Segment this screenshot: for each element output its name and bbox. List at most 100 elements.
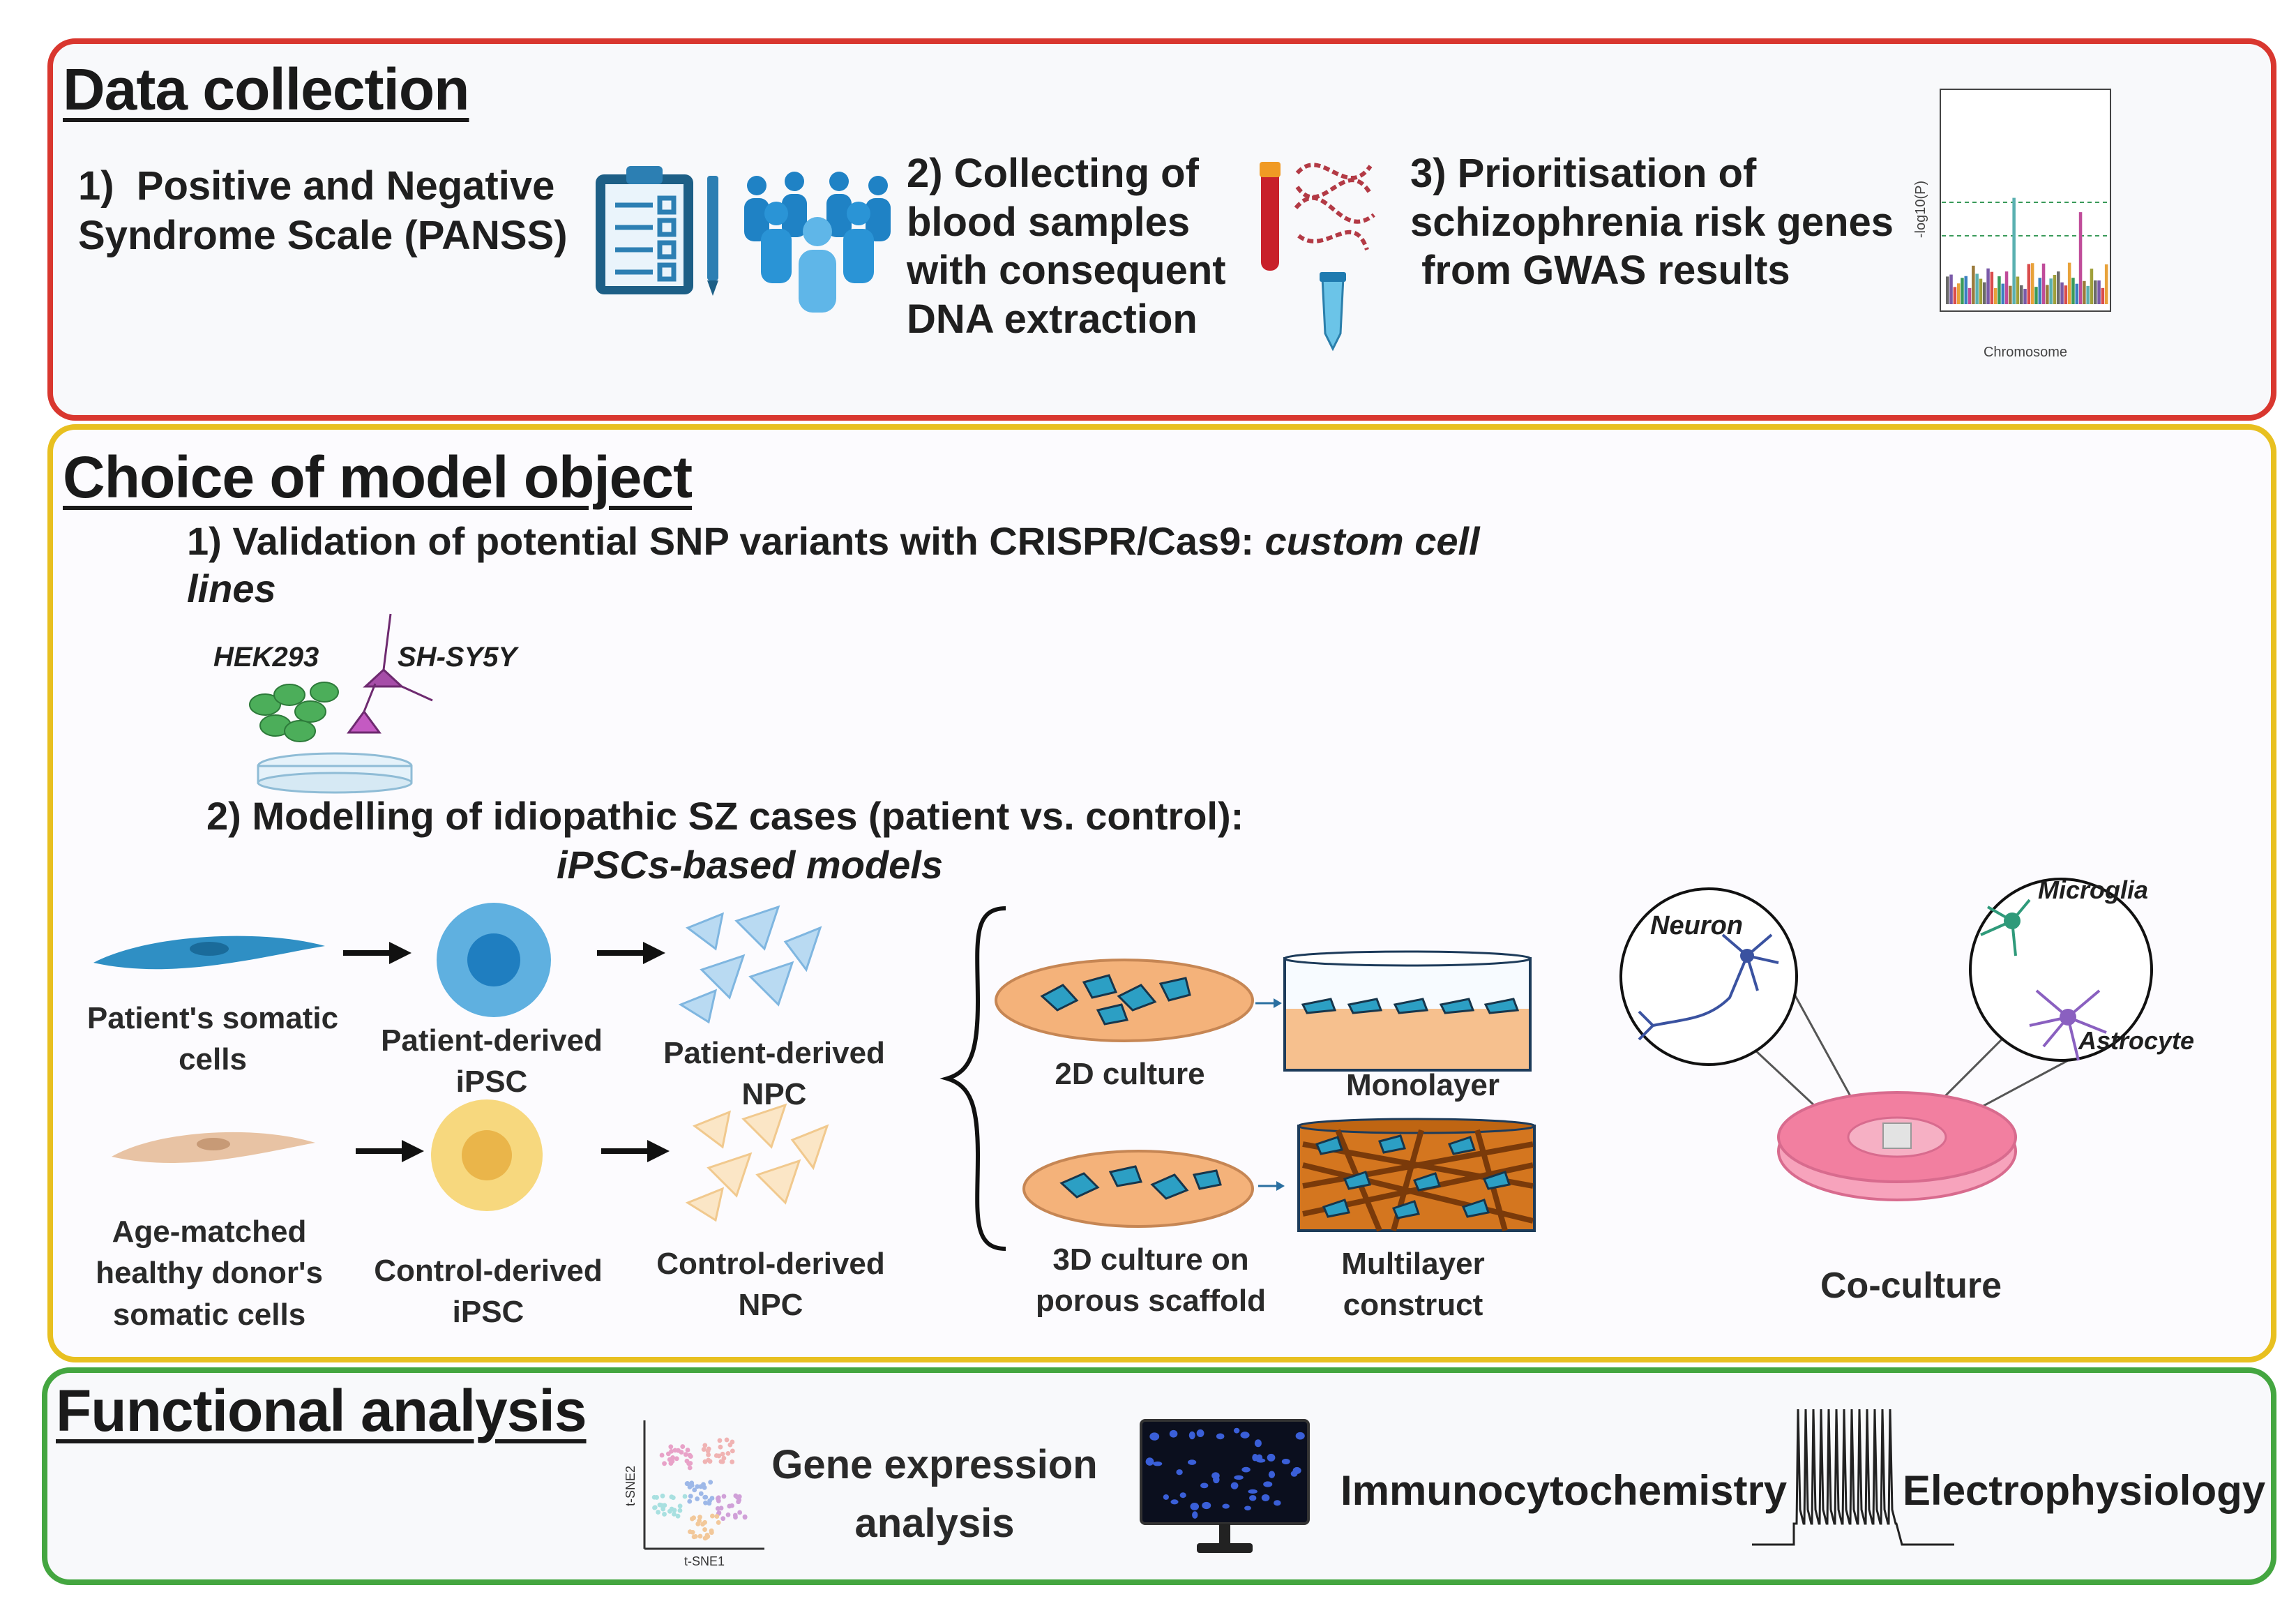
tsne-point	[702, 1527, 707, 1532]
tsne-point	[702, 1443, 708, 1448]
data-collection-title: Data collection	[63, 57, 469, 122]
tsne-point	[742, 1514, 748, 1519]
culture-3d-label: 3D culture on porous scaffold	[1035, 1242, 1267, 1319]
nucleus-stain	[1267, 1453, 1276, 1462]
nucleus-stain	[1281, 1458, 1290, 1465]
tsne-x-label: t-SNE1	[684, 1554, 725, 1568]
nucleus-stain	[1190, 1502, 1200, 1510]
manhattan-bar	[2067, 262, 2071, 304]
monitor-icon	[1140, 1419, 1310, 1553]
tsne-point	[716, 1520, 721, 1525]
tsne-point	[730, 1459, 735, 1464]
manhattan-bar	[2057, 271, 2060, 304]
tsne-point	[652, 1505, 657, 1510]
manhattan-bar	[1964, 276, 1968, 304]
tsne-point	[659, 1452, 665, 1458]
nucleus-stain	[1216, 1433, 1225, 1440]
manhattan-bar	[2038, 278, 2041, 304]
manhattan-bar	[1993, 287, 1997, 304]
patient-ipsc-icon	[437, 903, 551, 1017]
manhattan-bar	[2016, 276, 2020, 304]
blood-tube-dna-icon	[1260, 162, 1375, 352]
manhattan-bar	[1956, 283, 1961, 304]
tsne-point	[669, 1494, 674, 1500]
nucleus-stain	[1234, 1475, 1244, 1480]
tsne-point	[688, 1494, 693, 1499]
tsne-point	[716, 1510, 722, 1515]
coculture-illustration	[1619, 878, 2153, 1201]
tsne-point	[690, 1516, 695, 1522]
tsne-point	[693, 1533, 698, 1539]
manhattan-bar	[2060, 282, 2064, 304]
tsne-point	[674, 1456, 679, 1462]
tsne-point	[737, 1510, 743, 1515]
manhattan-bar	[1975, 273, 1979, 304]
tsne-point	[685, 1448, 690, 1452]
nucleus-stain	[1169, 1429, 1178, 1438]
multilayer-construct-icon	[1297, 1118, 1536, 1232]
monolayer-label: Monolayer	[1345, 1068, 1500, 1102]
culture-3d-dish-icon	[1022, 1150, 1254, 1228]
idiopathic-sz-text: 2) Modelling of idiopathic SZ cases (pat…	[206, 794, 1244, 838]
nucleus-stain	[1196, 1429, 1204, 1437]
manhattan-plot: -log10(P) Chromosome	[1913, 89, 2111, 360]
tsne-point	[718, 1444, 723, 1450]
nucleus-stain	[1233, 1427, 1240, 1434]
nucleus-stain	[1292, 1466, 1301, 1474]
blood-dna-step-text: 2) Collecting of blood samples with cons…	[907, 151, 1226, 342]
nucleus-stain	[1256, 1454, 1263, 1461]
arrow-icon	[343, 942, 411, 964]
gwas-y-label: -log10(P)	[1913, 181, 1928, 238]
nucleus-stain	[1202, 1501, 1211, 1510]
gwas-x-label: Chromosome	[1984, 345, 2067, 360]
culture-2d-label: 2D culture	[1055, 1057, 1205, 1091]
nucleus-stain	[1187, 1459, 1197, 1465]
nucleus-stain	[1170, 1499, 1179, 1505]
manhattan-bar	[2086, 285, 2090, 304]
manhattan-bar	[2053, 274, 2057, 304]
neuron-label: Neuron	[1650, 911, 1743, 940]
electrophysiology-trace-icon	[1752, 1409, 1954, 1546]
manhattan-bar	[2094, 280, 2097, 304]
tsne-point	[718, 1505, 724, 1511]
tsne-point	[709, 1496, 715, 1501]
ipsc-models-text: iPSCs-based models	[557, 843, 943, 887]
tsne-point	[697, 1533, 703, 1539]
tsne-point	[703, 1494, 709, 1500]
small-arrow-icon	[1255, 998, 1282, 1008]
gene-expression-label: Gene expression analysis	[771, 1442, 1098, 1547]
nucleus-stain	[1249, 1495, 1257, 1501]
multilayer-label: Multilayer construct	[1341, 1247, 1485, 1323]
manhattan-bar	[1968, 287, 1972, 304]
curly-brace	[939, 906, 1006, 1251]
tsne-point	[668, 1461, 674, 1466]
crispr-validation-prefix: 1) Validation of potential SNP variants …	[187, 519, 1265, 563]
tsne-point	[716, 1495, 721, 1501]
nucleus-stain	[1153, 1461, 1163, 1466]
coculture-label: Co-culture	[1820, 1266, 2002, 1306]
manhattan-bar	[1972, 265, 1975, 304]
tsne-point	[667, 1457, 672, 1462]
electrophysiology-label: Electrophysiology	[1903, 1467, 2266, 1514]
control-npc-label: Control-derived NPC	[656, 1247, 885, 1323]
nucleus-stain	[1240, 1432, 1250, 1439]
model-choice-title: Choice of model object	[63, 444, 693, 510]
manhattan-bar	[1946, 276, 1949, 304]
manhattan-bar	[1949, 274, 1953, 304]
microglia-label: Microglia	[2038, 876, 2149, 904]
manhattan-bar	[1990, 271, 1994, 304]
tsne-point	[720, 1451, 725, 1457]
control-ipsc-label: Control-derived iPSC	[374, 1254, 603, 1330]
monolayer-container-icon	[1283, 950, 1532, 1072]
tsne-point	[672, 1508, 677, 1513]
manhattan-bar	[2030, 263, 2034, 304]
nucleus-stain	[1261, 1494, 1270, 1501]
crispr-validation-line2: lines	[187, 566, 276, 611]
tsne-point	[677, 1503, 683, 1509]
astrocyte-label: Astrocyte	[2078, 1026, 2195, 1055]
tsne-point	[685, 1480, 690, 1486]
nucleus-stain	[1230, 1482, 1239, 1489]
manhattan-bar	[2101, 287, 2105, 304]
tsne-point	[676, 1448, 681, 1453]
manhattan-bar	[2004, 271, 2009, 304]
